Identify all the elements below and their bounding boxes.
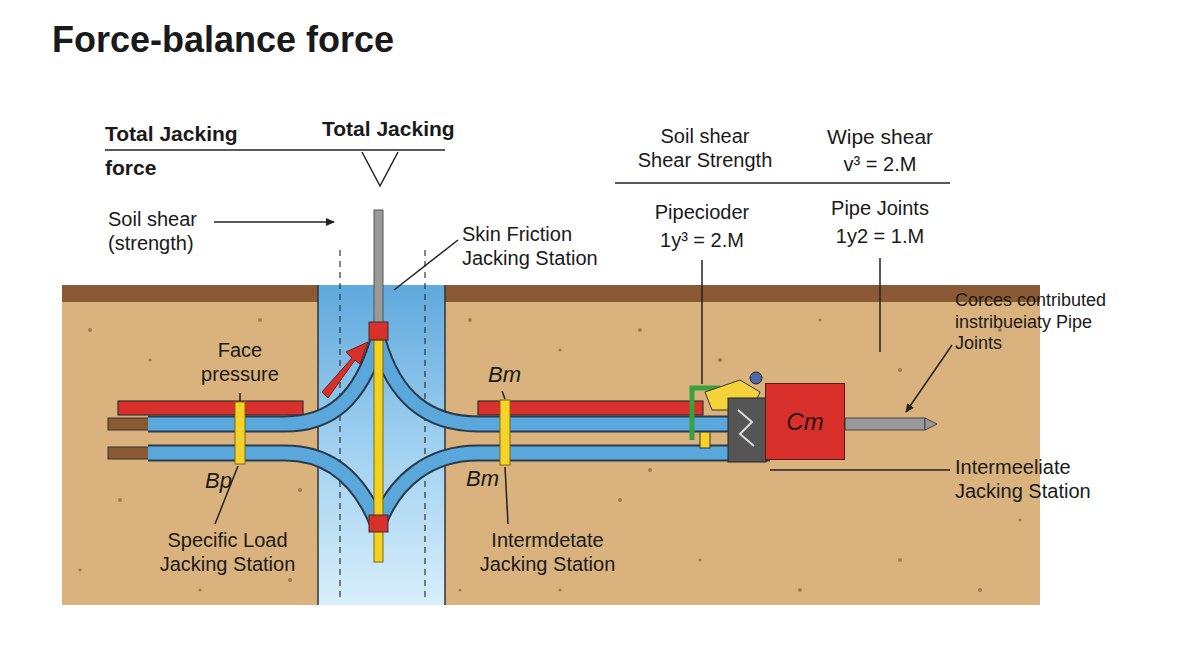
shaft [318, 285, 445, 605]
pipe-stub [108, 447, 150, 459]
pipe-stub [108, 418, 150, 430]
annotation-label: 1y³ = 2.M [627, 228, 777, 252]
annotation-label: Specific Load Jacking Station [145, 528, 310, 576]
annotation-label: Face pressure [185, 338, 295, 386]
small-band [700, 432, 710, 448]
diagram-title: Force-balance force [52, 18, 394, 61]
annotation-label: Wipe shear [805, 124, 955, 149]
red-arrow [322, 342, 368, 398]
collar [369, 515, 388, 532]
leader-lines [105, 150, 952, 524]
annotation-label: Bp [205, 468, 245, 494]
annotation-label: Intermeeliate Jacking Station [955, 455, 1125, 503]
annotation-label: Soil shear Shear Strength [635, 124, 775, 172]
annotation-label: Soil shear (strength) [108, 207, 238, 255]
annotation-label: Bm [466, 466, 506, 492]
jacking-rod [374, 210, 383, 340]
jacking-band [500, 400, 510, 465]
machine-label: Cm [786, 408, 823, 436]
dashed-line [424, 250, 425, 600]
jacking-band [235, 402, 245, 464]
collar [369, 322, 388, 340]
annotation-label: 1y2 = 1.M [805, 224, 955, 248]
red-bar [118, 401, 303, 415]
soil-dots [79, 318, 1022, 592]
pivot [750, 372, 762, 384]
topsoil [62, 285, 1040, 302]
drill-bit [845, 418, 925, 430]
machine-box: Cm [765, 383, 845, 460]
drill-tip [925, 418, 937, 430]
annotation-label: Bm [488, 362, 528, 388]
annotation-label: Corces contributed instribueiaty Pipe Jo… [955, 290, 1135, 355]
soil [62, 285, 1040, 605]
spring [738, 410, 754, 446]
annotation-label: Skin Friction Jacking Station [462, 222, 627, 270]
shaft-wall [317, 285, 319, 605]
annotation-label: Pipecioder [627, 200, 777, 224]
annotation-label: v³ = 2.M [805, 152, 955, 176]
shaft-wall [444, 285, 446, 605]
annotation-label: Total Jacking force [105, 117, 255, 185]
red-bar [478, 401, 703, 415]
annotation-label: Intermdetate Jacking Station [465, 528, 630, 576]
annotation-label: Total Jacking [322, 116, 472, 141]
annotation-label: Pipe Joints [805, 196, 955, 220]
dashed-line [339, 250, 340, 600]
gray-block [728, 398, 766, 462]
